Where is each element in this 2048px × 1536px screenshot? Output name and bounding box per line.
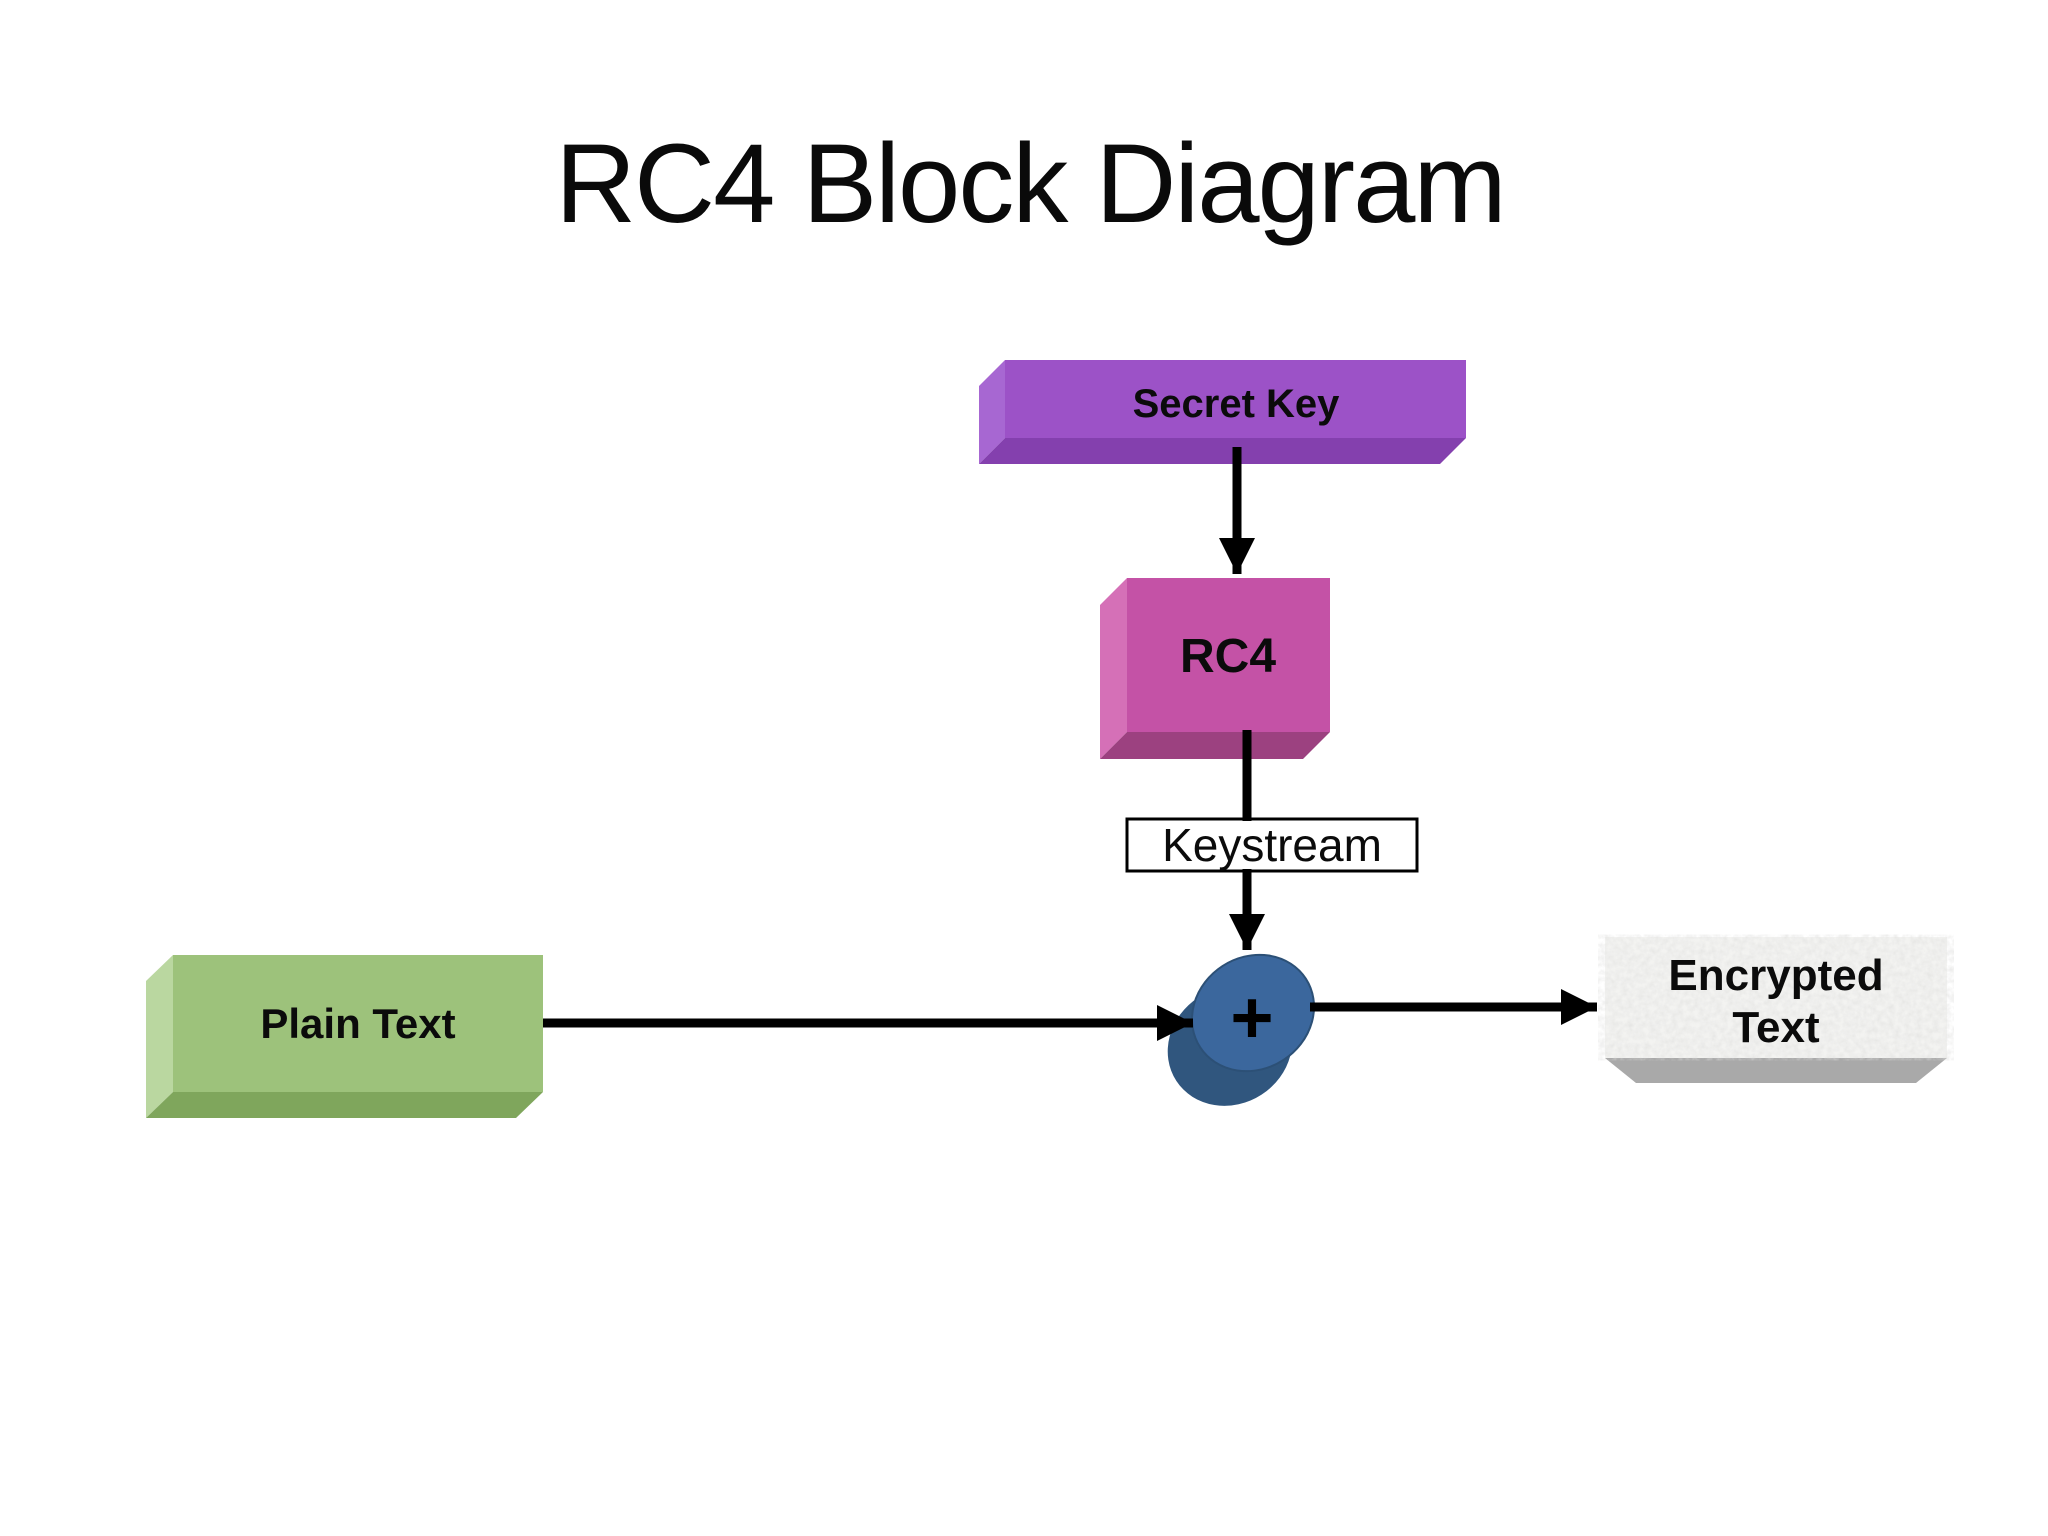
secret-key-bevel-bottom	[979, 438, 1466, 464]
page-title: RC4 Block Diagram	[555, 121, 1504, 246]
rc4-bevel-bottom	[1100, 732, 1330, 759]
encrypted-text-label-line1: Encrypted	[1668, 951, 1883, 1000]
xor-plus-icon: +	[1230, 976, 1273, 1059]
encrypted-text-label-line2: Text	[1732, 1003, 1820, 1052]
secret-key-face	[1005, 360, 1466, 438]
encrypted-text-bevel-bottom	[1605, 1058, 1947, 1083]
edges	[543, 447, 1597, 1041]
rc4-bevel-left	[1100, 578, 1127, 759]
rc4-label: RC4	[1180, 630, 1276, 683]
plain-text-label: Plain Text	[260, 1000, 455, 1047]
xor-face	[1190, 953, 1316, 1073]
plain-text-bevel-left	[146, 955, 173, 1118]
xor-node: +	[1167, 953, 1316, 1106]
keystream-face	[1125, 817, 1419, 873]
secret-key-box: Secret Key	[979, 360, 1466, 464]
plain-text-face	[173, 955, 543, 1092]
plain-text-box: Plain Text	[146, 955, 543, 1118]
encrypted-text-face	[1605, 937, 1947, 1058]
encrypted-text-box: Encrypted Text	[1605, 937, 1947, 1083]
plain-text-bevel-bottom	[146, 1092, 543, 1118]
secret-key-bevel-left	[979, 360, 1005, 464]
keystream-label: Keystream	[1162, 819, 1382, 871]
secret-key-label: Secret Key	[1133, 382, 1341, 426]
keystream-box: Keystream	[1125, 817, 1419, 873]
rc4-face	[1127, 578, 1330, 732]
rc4-box: RC4	[1100, 578, 1330, 759]
